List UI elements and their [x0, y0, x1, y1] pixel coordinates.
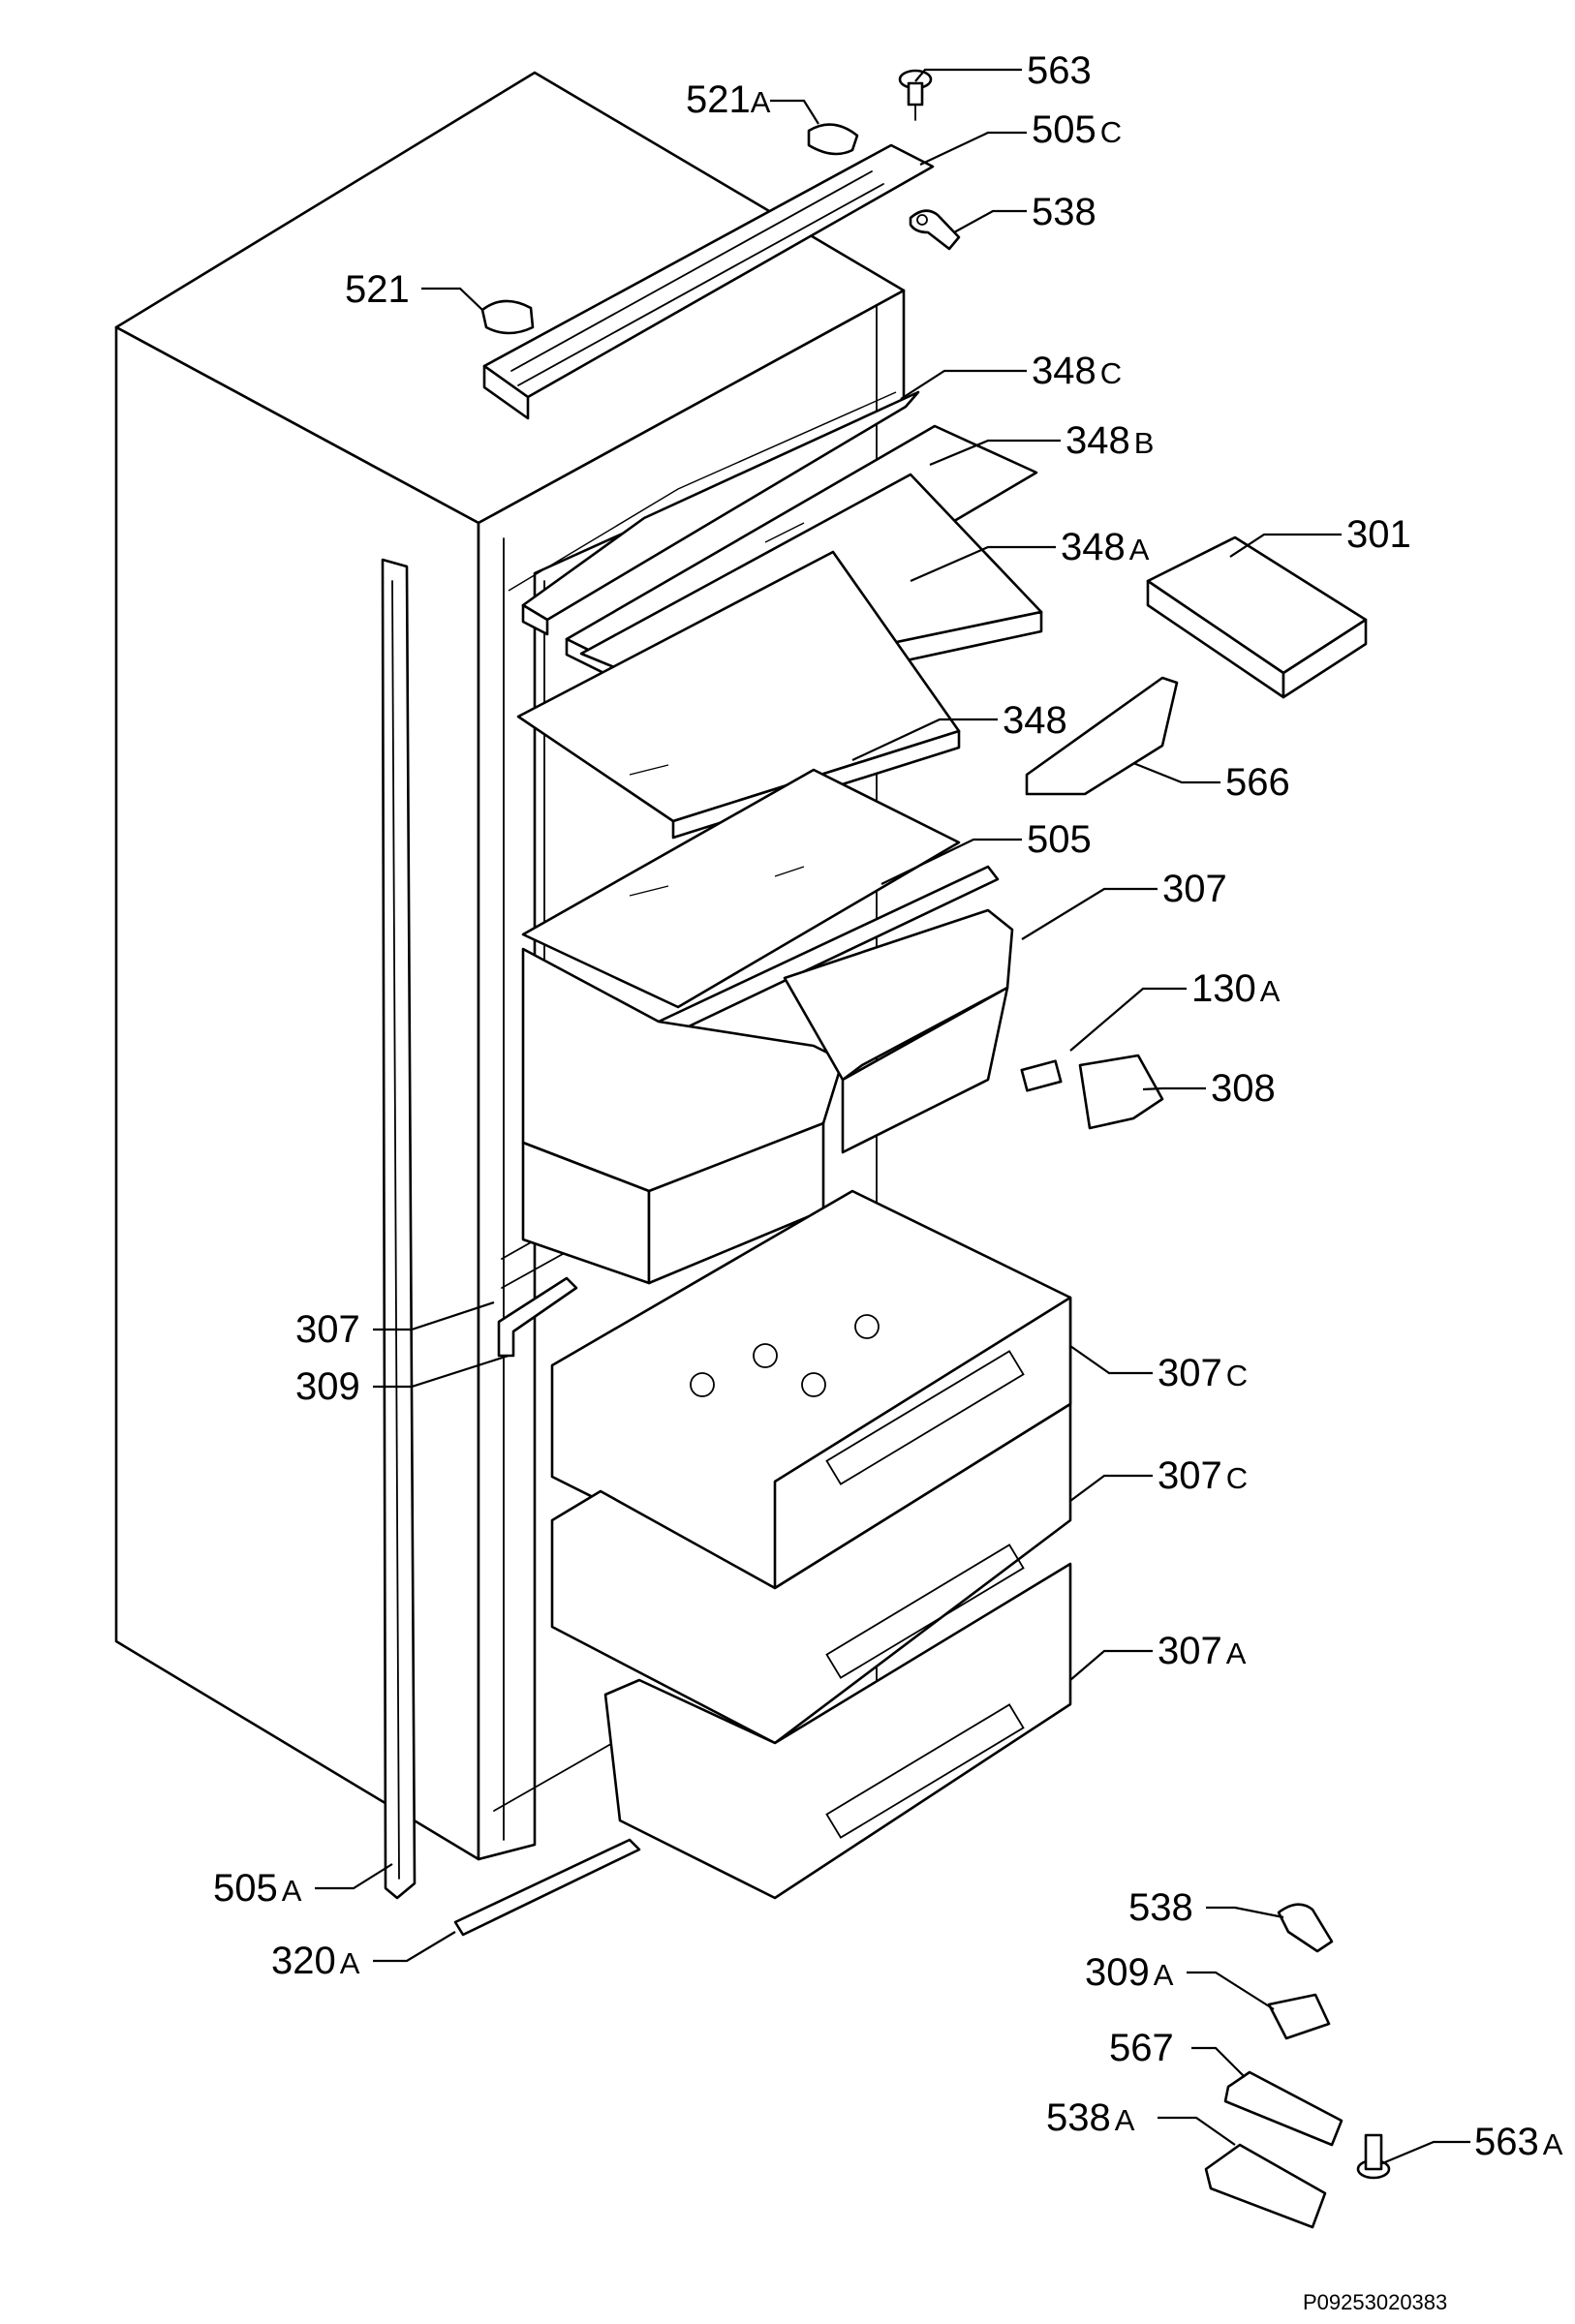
freezer-drawer-307a — [603, 1562, 1072, 1900]
hinge-rail-505c — [482, 143, 935, 420]
bracket-538-bottom — [1277, 1903, 1334, 1953]
label-301: 301 — [1346, 513, 1411, 556]
guide-309 — [497, 1276, 578, 1358]
ice-tray-301 — [1146, 535, 1368, 699]
label-309: 309 — [295, 1365, 360, 1408]
label-308: 308 — [1211, 1067, 1276, 1110]
shelf-505 — [521, 768, 1000, 1038]
crisper-307-left — [521, 947, 845, 1285]
cover-309a — [1267, 1993, 1331, 2040]
freezer-drawer-307c-top — [550, 1189, 1072, 1590]
label-521a: 521A — [686, 78, 771, 121]
cap-521a — [807, 123, 859, 156]
spacer-130a — [1020, 1059, 1063, 1092]
label-538-top: 538 — [1032, 191, 1096, 233]
freezer-drawer-307c-bottom — [550, 1402, 1072, 1745]
label-566: 566 — [1225, 761, 1290, 804]
crisper-307-right — [783, 908, 1014, 1154]
door-gasket-505a — [381, 558, 417, 1900]
label-521: 521 — [345, 268, 410, 311]
label-307-left: 307 — [295, 1308, 360, 1351]
pin-563a — [1356, 2133, 1391, 2180]
label-307-top: 307 — [1162, 868, 1227, 910]
label-567: 567 — [1109, 2027, 1174, 2069]
scraper-566 — [1025, 676, 1179, 796]
hinge-308 — [1078, 1054, 1164, 1130]
shelf-348c — [508, 390, 920, 636]
pin-563 — [898, 69, 933, 121]
bracket-538-top — [909, 209, 961, 251]
label-505: 505 — [1027, 818, 1092, 861]
label-348: 348 — [1003, 699, 1067, 742]
rail-320a — [453, 1838, 641, 1937]
reference-code: P09253020383 — [1303, 2290, 1447, 2314]
label-538-bottom: 538 — [1128, 1886, 1193, 1929]
leader-lines — [315, 68, 1470, 2166]
plate-567 — [1223, 2070, 1343, 2147]
cap-521 — [480, 299, 535, 335]
label-563-top: 563 — [1027, 49, 1092, 92]
bracket-538a — [1204, 2143, 1327, 2229]
